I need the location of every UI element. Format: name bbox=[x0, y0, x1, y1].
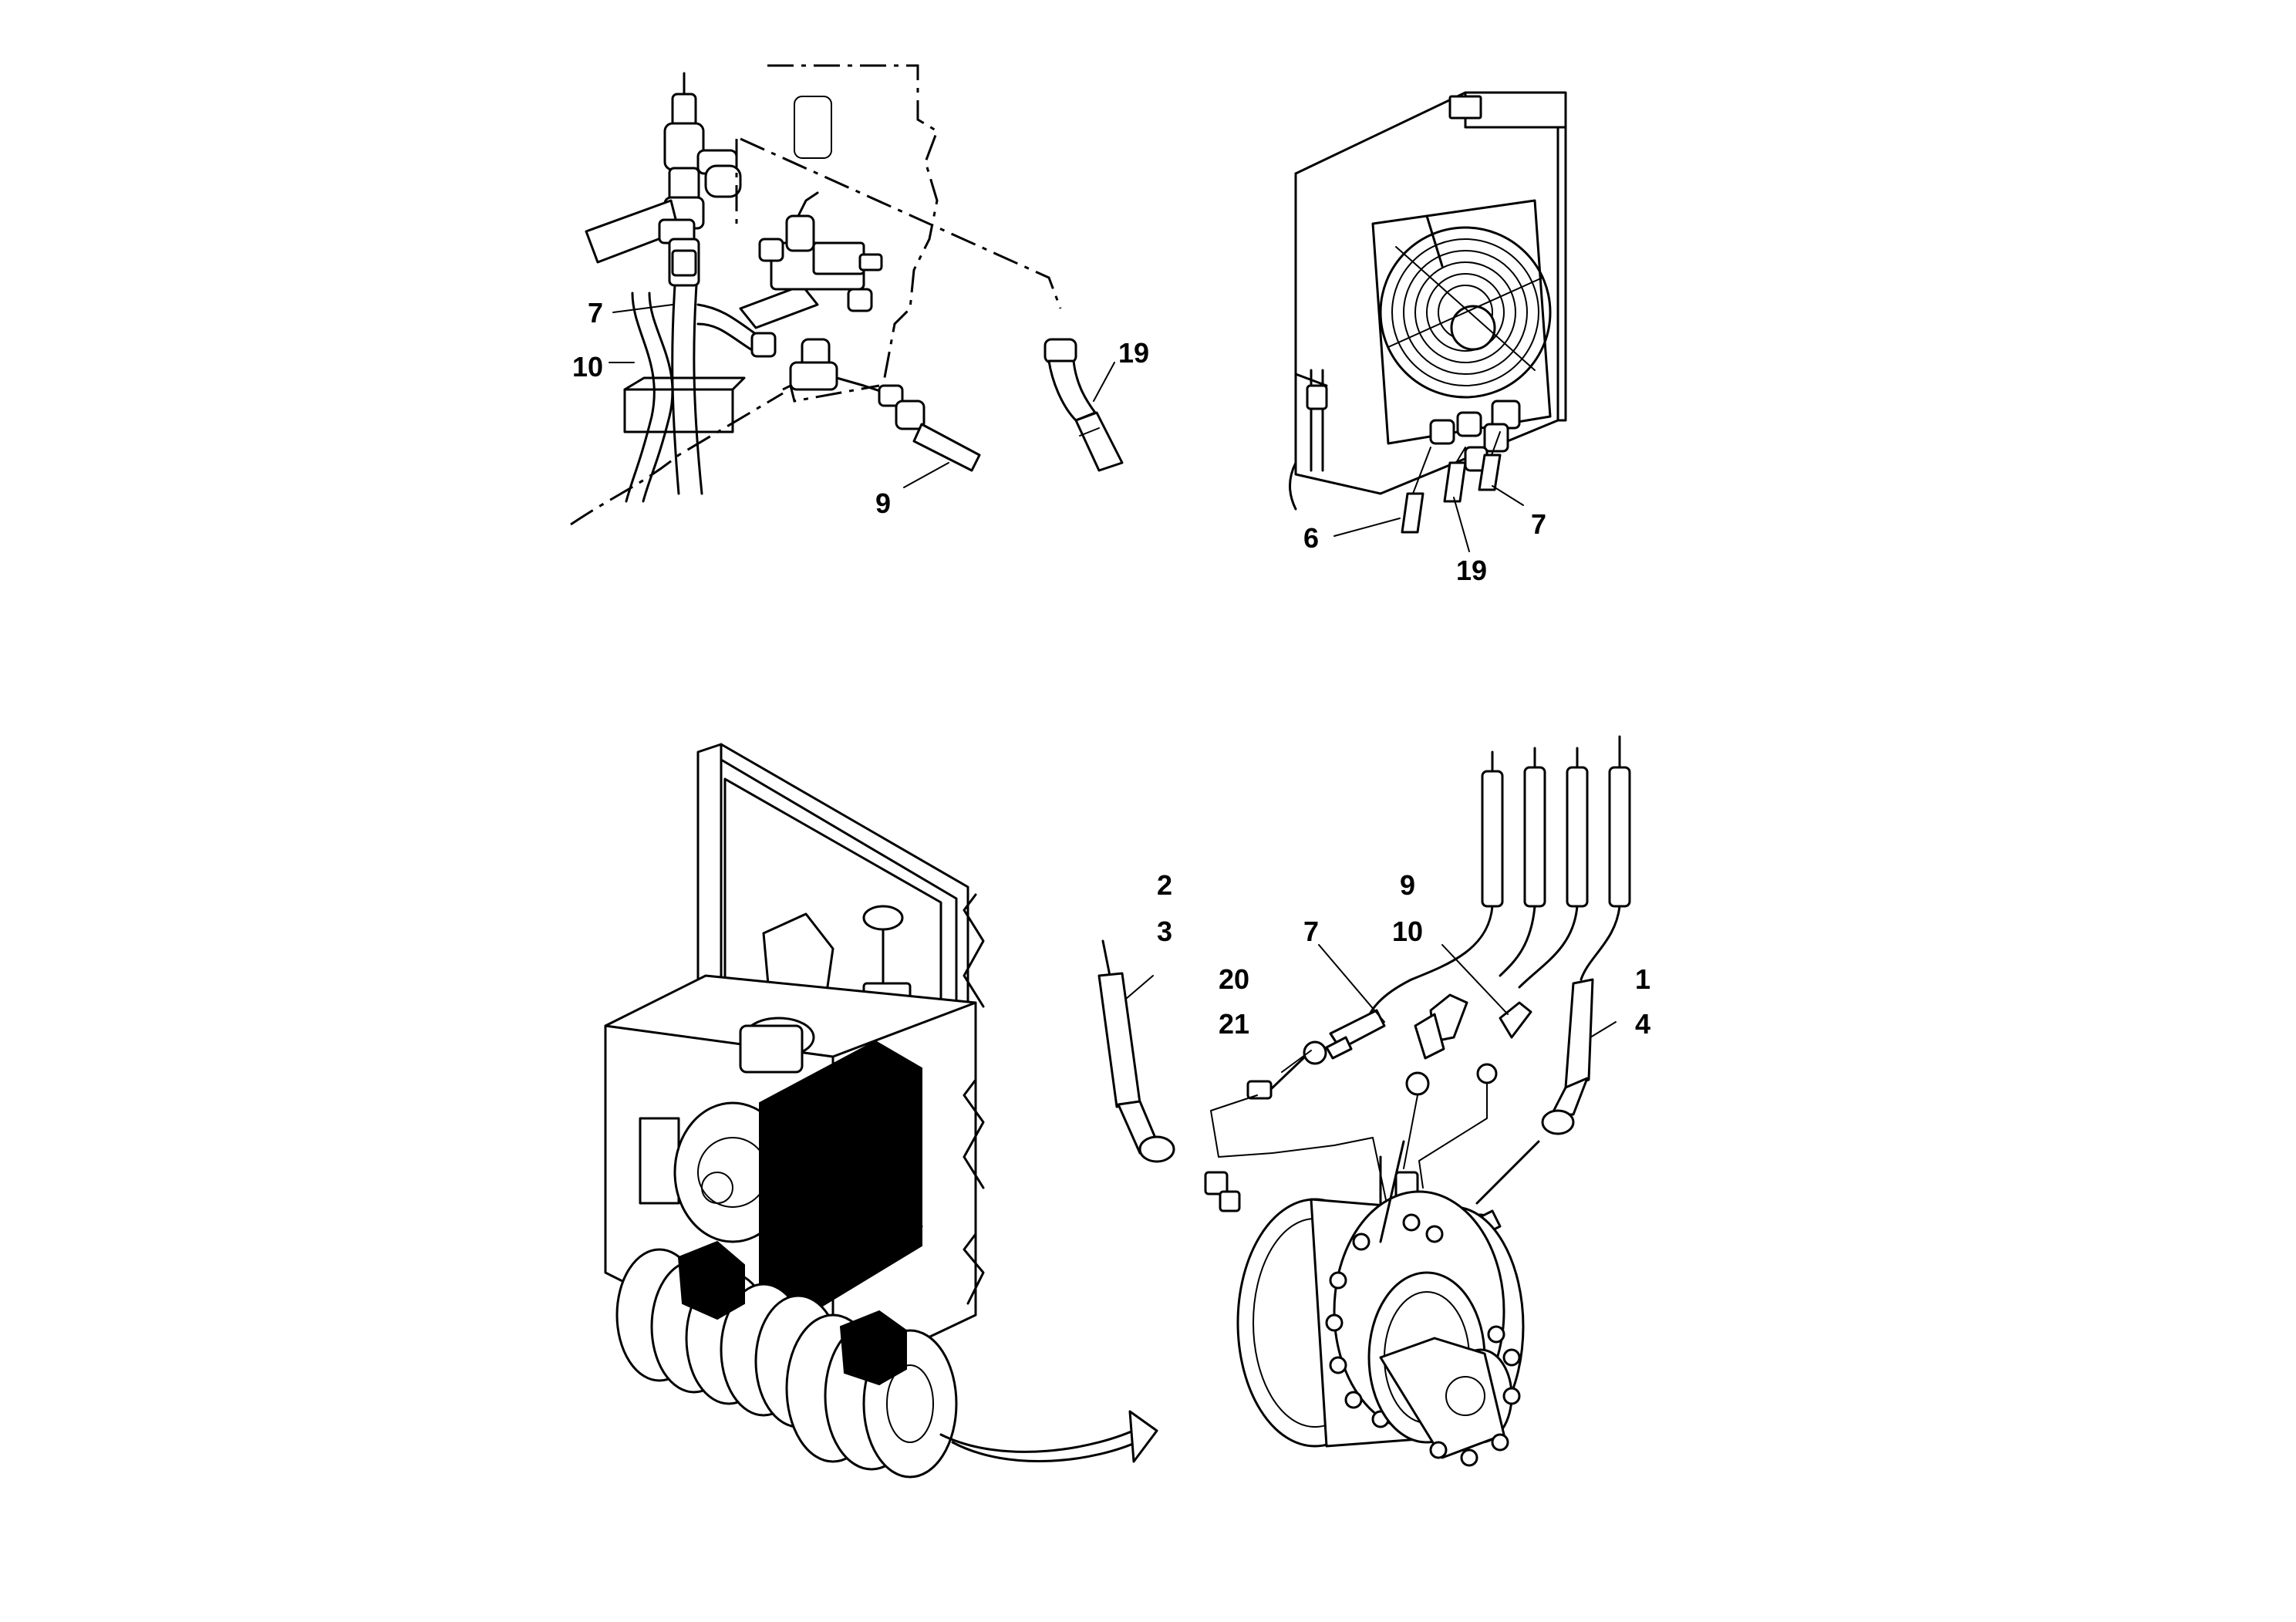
callout-10: 10 bbox=[1392, 916, 1423, 947]
callout-7: 7 bbox=[588, 297, 603, 329]
callout-2: 2 bbox=[1157, 869, 1172, 901]
callout-20: 20 bbox=[1219, 963, 1249, 995]
callout-6: 6 bbox=[1303, 522, 1319, 554]
callouts-top-right: 6 19 7 bbox=[1303, 508, 1546, 586]
callouts-top-left: 7 10 9 19 bbox=[572, 297, 1149, 519]
leader-lines-top-right bbox=[1333, 485, 1524, 552]
callout-19: 19 bbox=[1118, 337, 1149, 369]
callout-19: 19 bbox=[1456, 555, 1487, 586]
callout-9: 9 bbox=[1400, 869, 1415, 901]
roller-machine-overview bbox=[604, 743, 1158, 1479]
callouts-bottom-right: 2 3 9 7 10 20 21 1 4 bbox=[1157, 869, 1650, 1040]
callout-21: 21 bbox=[1219, 1008, 1249, 1040]
oil-cooler-fan-unit bbox=[1289, 91, 1567, 534]
callout-7: 7 bbox=[1531, 508, 1546, 540]
callout-4: 4 bbox=[1635, 1008, 1650, 1040]
callout-7: 7 bbox=[1303, 916, 1319, 947]
callout-10: 10 bbox=[572, 351, 603, 383]
callout-1: 1 bbox=[1635, 963, 1650, 995]
leader-lines-top-left bbox=[609, 304, 1115, 488]
leader-lines-bottom-right bbox=[1125, 944, 1617, 1073]
callout-9: 9 bbox=[875, 487, 891, 519]
drive-motor-hose-detail bbox=[1097, 735, 1631, 1467]
valve-hose-assembly bbox=[570, 64, 1124, 526]
callout-3: 3 bbox=[1157, 916, 1172, 947]
